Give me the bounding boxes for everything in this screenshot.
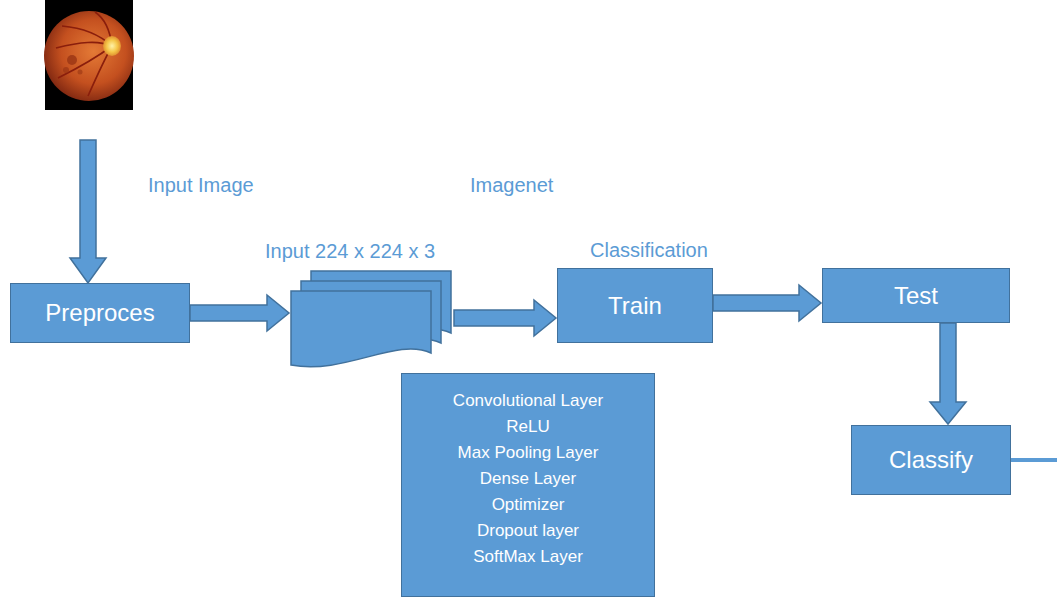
stacked-page (291, 291, 431, 367)
retina (44, 11, 134, 101)
box-label: Test (894, 282, 938, 310)
output-line (1011, 458, 1057, 462)
block-arrow (713, 285, 821, 321)
annotation-label: Input Image (148, 172, 254, 198)
fundus-image (44, 0, 134, 110)
optic-disc (103, 36, 121, 56)
process-box: Test (822, 268, 1010, 323)
list-item: Max Pooling Layer (458, 440, 599, 466)
lesion-spot (78, 70, 83, 75)
list-item: ReLU (506, 414, 549, 440)
lesion-spot (67, 55, 77, 65)
blood-vessels (56, 12, 112, 96)
list-item: SoftMax Layer (473, 544, 583, 570)
lesion-spot (63, 67, 69, 73)
stack-shape (290, 270, 454, 372)
layer-list-box: Convolutional LayerReLUMax Pooling Layer… (401, 373, 655, 597)
process-box: Train (557, 268, 713, 343)
box-label: Preproces (45, 299, 154, 327)
list-item: Optimizer (492, 492, 565, 518)
stack-heading: Input 224 x 224 x 3 (262, 238, 470, 264)
process-box: Preproces (10, 283, 190, 343)
list-item: Dropout layer (477, 518, 579, 544)
block-arrow (930, 323, 966, 424)
block-arrow (70, 140, 106, 283)
annotation-label: Classification (590, 237, 708, 263)
box-label: Classify (889, 446, 973, 474)
list-item: Convolutional Layer (453, 388, 603, 414)
box-label: Train (608, 292, 662, 320)
annotation-label: Imagenet (470, 172, 553, 198)
block-arrow (190, 295, 289, 331)
image-stack: Input 224 x 224 x 3 (262, 238, 470, 378)
block-arrow (454, 300, 556, 336)
image-background (45, 0, 133, 110)
process-box: Classify (851, 425, 1011, 495)
list-item: Dense Layer (480, 466, 576, 492)
